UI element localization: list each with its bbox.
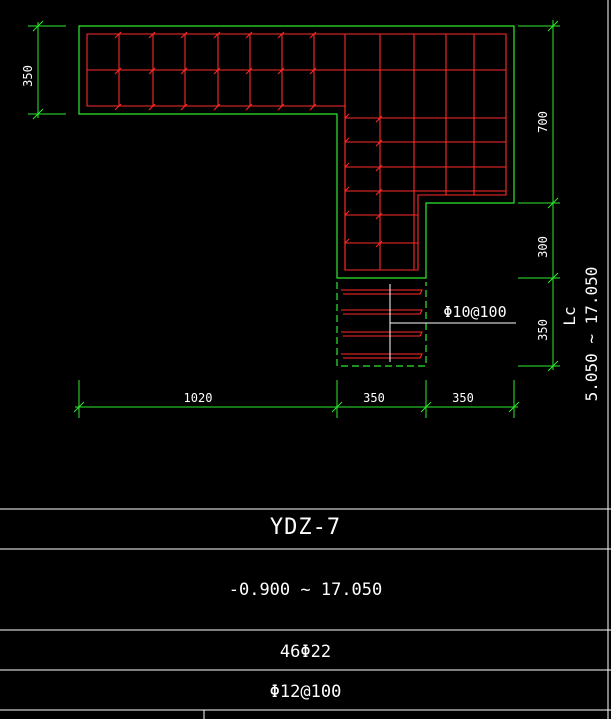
extension-range: 5.050 ~ 17.050	[582, 267, 601, 402]
rebar-hook	[344, 186, 350, 192]
rebar-hook	[375, 240, 383, 248]
dim-right-middle: 300	[536, 236, 550, 258]
rebar-hook	[375, 188, 383, 196]
rebar-hook	[277, 31, 285, 39]
rebar-hook	[148, 67, 156, 75]
stirrup-leader	[389, 284, 516, 362]
rebar-hook	[180, 31, 188, 39]
rebar-hook	[309, 31, 317, 39]
extension-stirrup	[341, 331, 423, 337]
rebar-hook	[344, 137, 350, 143]
column-outline	[78, 25, 515, 279]
rebar-hook	[344, 162, 350, 168]
dim-bottom-middle: 350	[363, 391, 385, 405]
rebar-hook	[114, 67, 122, 75]
rebar-hook	[213, 103, 221, 111]
rebar-hook	[245, 67, 253, 75]
extension-stirrup	[341, 309, 423, 315]
dim-left-height: 350	[21, 65, 35, 87]
rebar-hook	[375, 139, 383, 147]
rebar-hook	[277, 103, 285, 111]
dimension-lines	[28, 20, 560, 418]
rebar-hook	[375, 164, 383, 172]
rebar-hook	[344, 238, 350, 244]
dim-right-bottom: 350	[536, 319, 550, 341]
rebar-hook	[375, 212, 383, 220]
rebar-cage	[86, 31, 507, 271]
rebar-hook	[245, 31, 253, 39]
rebar-hook	[180, 67, 188, 75]
rebar-hook	[148, 103, 156, 111]
elevation-range: -0.900 ~ 17.050	[228, 580, 383, 600]
extension-zone-outline	[336, 282, 427, 367]
rebar-hook	[375, 115, 383, 123]
rebar-hook	[213, 67, 221, 75]
rebar-hook	[309, 103, 317, 111]
stirrup-rebar: Φ12@100	[269, 682, 342, 702]
rebar-hook	[344, 113, 350, 119]
dim-bottom-right: 350	[452, 391, 474, 405]
extension-stirrups	[341, 289, 423, 359]
rebar-hook	[277, 67, 285, 75]
rebar-hook	[309, 67, 317, 75]
rebar-hook	[114, 31, 122, 39]
rebar-hook	[213, 31, 221, 39]
stirrup-label: Φ10@100	[443, 303, 506, 321]
rebar-hook	[180, 103, 188, 111]
rebar-hook	[114, 103, 122, 111]
rebar-hook	[245, 103, 253, 111]
longitudinal-rebar: 46Φ22	[279, 642, 332, 662]
dim-right-top: 700	[536, 111, 550, 133]
dim-bottom-left: 1020	[184, 391, 213, 405]
extension-label: Lc	[560, 306, 579, 325]
extension-stirrup	[341, 353, 423, 359]
rebar-hook	[344, 210, 350, 216]
main-stirrup	[86, 33, 507, 271]
rebar-hook	[148, 31, 156, 39]
column-id: YDZ-7	[269, 515, 342, 540]
extension-stirrup	[341, 289, 423, 295]
